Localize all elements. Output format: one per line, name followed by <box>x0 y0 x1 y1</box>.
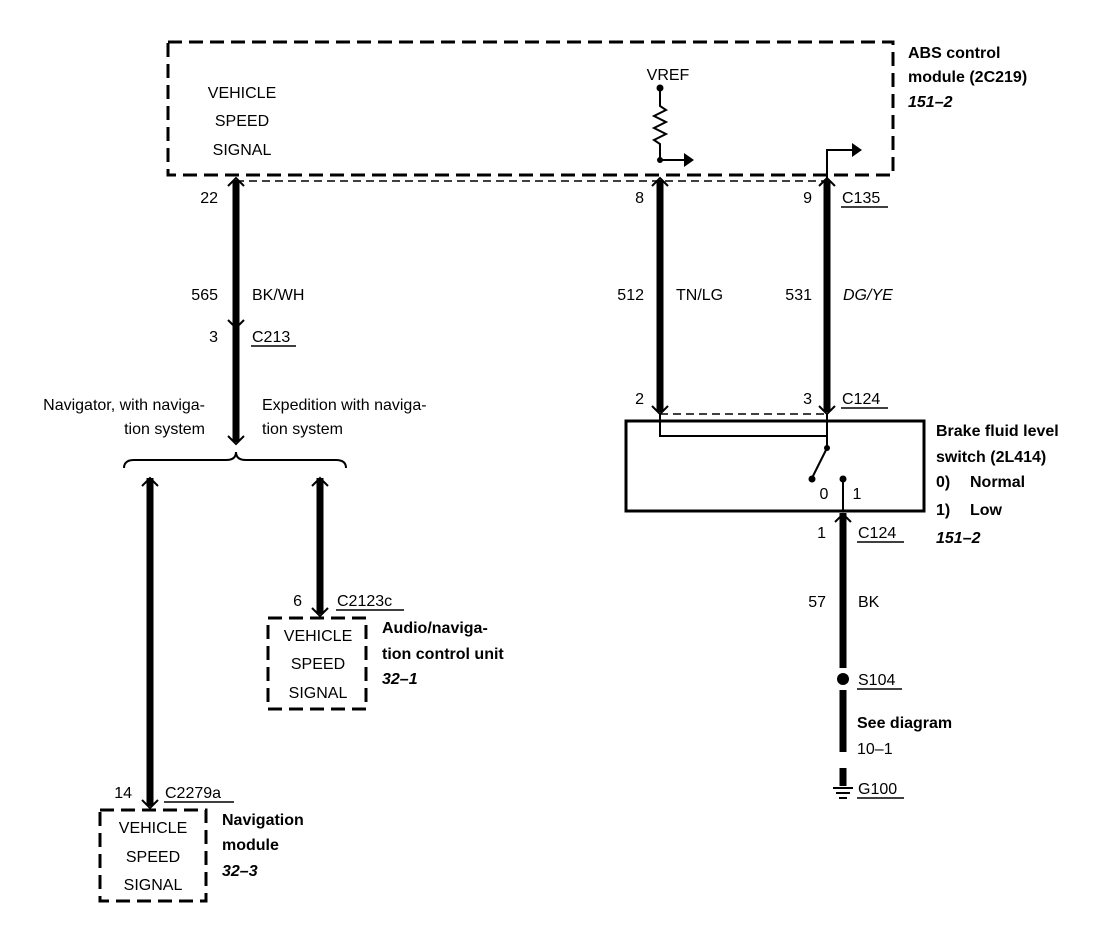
switch-blade <box>812 447 828 477</box>
navigation-module: VEHICLE SPEED SIGNAL Navigation module 3… <box>98 808 304 903</box>
ground-wire-connector: C124 <box>858 525 896 542</box>
brake-state-1-num: 1) <box>936 502 950 519</box>
brake-switch-ref: 151–2 <box>936 530 981 547</box>
audio-wire-bottom-terminal <box>311 607 329 618</box>
audio-connector: C2123c <box>337 593 392 610</box>
wire-531: 9 C135 531 DG/YE 3 C124 <box>785 176 893 416</box>
wire-to-navigation-module: 14 C2279a <box>114 476 234 810</box>
ground-ref-line-9 <box>826 149 855 180</box>
brake-state-0-num: 0) <box>936 474 950 491</box>
abs-ref: 151–2 <box>908 94 953 111</box>
splice-s104-label: S104 <box>858 672 895 689</box>
ground-wire-color: BK <box>858 594 880 611</box>
wire-512-pin: 8 <box>635 190 644 207</box>
switch-position-0: 0 <box>820 486 829 503</box>
resistor-symbol <box>651 88 669 160</box>
nav-module-outline <box>98 808 208 903</box>
nav-wire-top-terminal <box>141 476 159 487</box>
vref-label: VREF <box>647 67 690 84</box>
branch-bracket: Navigator, with naviga- tion system Expe… <box>43 397 427 469</box>
abs-name-line-1: ABS control <box>908 45 1000 62</box>
audio-internal-line-1: VEHICLE <box>284 628 352 645</box>
splice-s104-dot <box>837 673 849 685</box>
wire-531-circuit: 531 <box>785 287 812 304</box>
audio-name-line-2: tion control unit <box>382 646 504 663</box>
ground-ref-arrow-8 <box>684 153 694 167</box>
wire-531-bottom-pin: 3 <box>803 391 812 408</box>
nav-pin: 14 <box>114 785 132 802</box>
branch-left-line-1: Navigator, with naviga- <box>43 397 205 414</box>
wire-565-color: BK/WH <box>252 287 304 304</box>
abs-name-line-2: module (2C219) <box>908 69 1027 86</box>
nav-internal-line-2: SPEED <box>126 849 180 866</box>
switch-contact-0 <box>808 475 816 483</box>
branch-right-line-2: tion system <box>262 421 343 438</box>
c124-top-connector: C124 <box>842 391 880 408</box>
c213-pin: 3 <box>209 329 218 346</box>
abs-internal-line-2: SPEED <box>215 113 269 130</box>
brake-switch-outline <box>624 419 926 513</box>
bracket-path <box>123 451 347 469</box>
branch-left-line-2: tion system <box>124 421 205 438</box>
audio-unit-outline <box>266 616 368 711</box>
audio-pin: 6 <box>293 593 302 610</box>
wire-565-circuit: 565 <box>191 287 218 304</box>
wire-531-color: DG/YE <box>843 287 893 304</box>
nav-internal-line-1: VEHICLE <box>119 820 187 837</box>
wire-512-bottom-pin: 2 <box>635 391 644 408</box>
nav-connector: C2279a <box>165 785 221 802</box>
branch-terminal <box>227 435 245 446</box>
wire-57-ground: 1 C124 57 BK S104 See diagram 10–1 G100 <box>808 512 952 799</box>
switch-pivot <box>824 445 830 451</box>
ground-g100-label: G100 <box>858 781 897 798</box>
audio-navigation-control-unit: VEHICLE SPEED SIGNAL Audio/naviga- tion … <box>266 616 504 711</box>
ground-wire-pin: 1 <box>817 525 826 542</box>
brake-switch-name-line-2: switch (2L414) <box>936 449 1046 466</box>
pin-22-terminal <box>227 176 245 187</box>
pin-8-terminal <box>651 176 669 187</box>
switch-position-1: 1 <box>853 486 862 503</box>
brake-state-1-label: Low <box>970 502 1003 519</box>
brake-state-0-label: Normal <box>970 474 1025 491</box>
abs-internal-line-1: VEHICLE <box>208 85 276 102</box>
c124-bottom-terminal <box>834 512 852 523</box>
audio-internal-line-2: SPEED <box>291 656 345 673</box>
abs-module-outline <box>166 40 895 177</box>
wire-to-audio-unit: 6 C2123c <box>293 476 404 618</box>
wire-512-color: TN/LG <box>676 287 723 304</box>
pin-9-terminal <box>818 176 836 187</box>
wire-531-pin: 9 <box>803 190 812 207</box>
see-diagram-line-2: 10–1 <box>857 741 893 758</box>
brake-fluid-level-switch: 0 1 Brake fluid level switch (2L414) 0) … <box>624 414 1059 547</box>
audio-ref: 32–1 <box>382 671 418 688</box>
branch-right-line-1: Expedition with naviga- <box>262 397 427 414</box>
nav-wire-bottom-terminal <box>141 799 159 810</box>
ground-ref-arrow-9 <box>852 143 862 157</box>
abs-internal-line-3: SIGNAL <box>213 142 272 159</box>
nav-name-line-1: Navigation <box>222 812 304 829</box>
c213-terminal-top <box>227 319 245 330</box>
nav-internal-line-3: SIGNAL <box>124 877 183 894</box>
wire-565: 22 565 BK/WH 3 C213 <box>191 176 304 446</box>
c135-connector: C135 <box>842 190 880 207</box>
wire-512: 8 512 TN/LG 2 <box>617 176 723 416</box>
wire-512-circuit: 512 <box>617 287 644 304</box>
see-diagram-line-1: See diagram <box>857 715 952 732</box>
wire-565-pin: 22 <box>200 190 218 207</box>
switch-internal-wire-512 <box>659 414 827 437</box>
audio-internal-line-3: SIGNAL <box>289 685 348 702</box>
nav-name-line-2: module <box>222 837 279 854</box>
nav-ref: 32–3 <box>222 863 258 880</box>
audio-name-line-1: Audio/naviga- <box>382 620 488 637</box>
abs-control-module: VEHICLE SPEED SIGNAL VREF ABS control mo… <box>166 40 1027 180</box>
c213-connector: C213 <box>252 329 290 346</box>
ground-wire-circuit: 57 <box>808 594 826 611</box>
audio-wire-top-terminal <box>311 476 329 487</box>
brake-switch-name-line-1: Brake fluid level <box>936 423 1059 440</box>
